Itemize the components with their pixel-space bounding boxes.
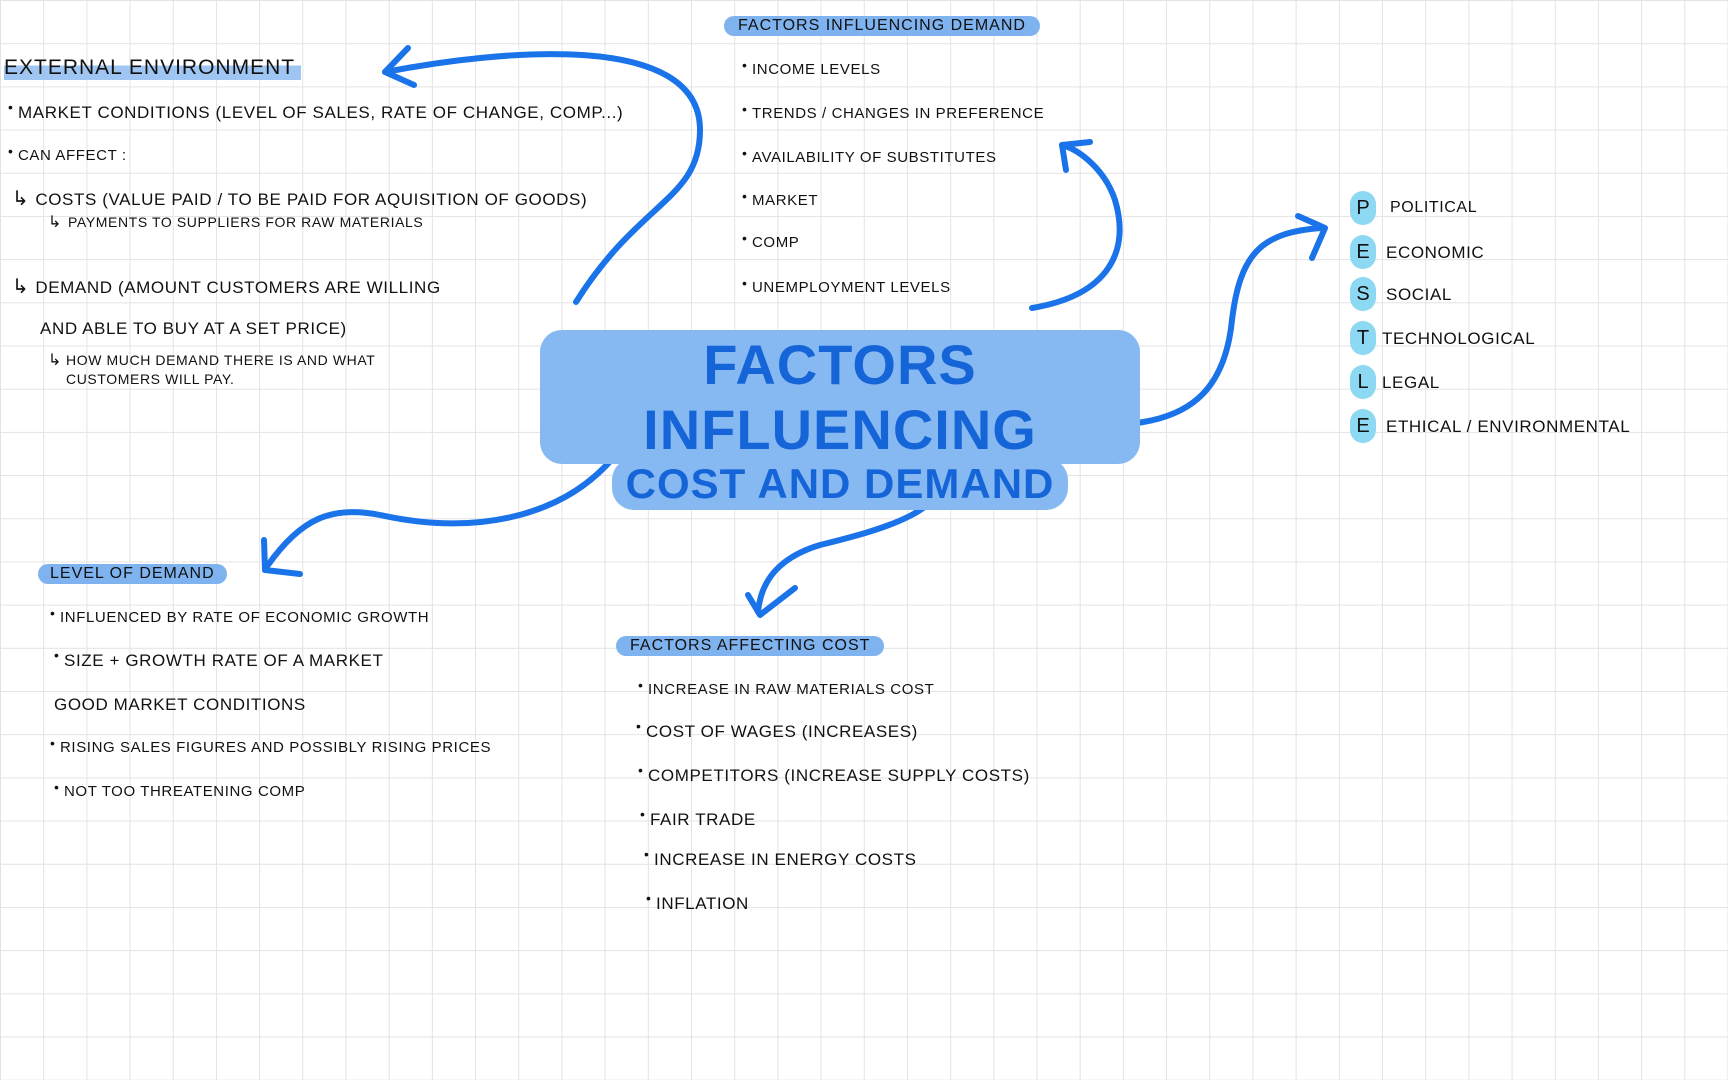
level-of-demand-heading: LEVEL OF DEMAND — [38, 564, 227, 584]
level-of-demand-item: SIZE + GROWTH RATE OF A MARKET — [54, 647, 383, 671]
pestle-letter: L — [1350, 365, 1376, 399]
central-title: FACTORS INFLUENCING COST AND DEMAND — [540, 330, 1140, 510]
level-of-demand-item: INFLUENCED BY RATE OF ECONOMIC GROWTH — [50, 605, 429, 626]
arrowhead-pestle — [1295, 213, 1328, 261]
factors-demand-item: UNEMPLOYMENT LEVELS — [742, 275, 951, 296]
pestle-letter: P — [1350, 191, 1376, 225]
factors-cost-item: INCREASE IN RAW MATERIALS COST — [638, 677, 934, 698]
level-of-demand-item: RISING SALES FIGURES AND POSSIBLY RISING… — [50, 735, 491, 756]
pestle-letter: T — [1350, 321, 1376, 355]
costs-sub-line: ↳ PAYMENTS TO SUPPLIERS FOR RAW MATERIALS — [48, 212, 423, 232]
sub-arrow-icon: ↳ — [48, 214, 63, 231]
costs-text: COSTS (VALUE PAID / TO BE PAID FOR AQUIS… — [35, 190, 588, 209]
factors-cost-heading: FACTORS AFFECTING COST — [616, 636, 885, 656]
level-of-demand-item: NOT TOO THREATENING COMP — [54, 779, 305, 800]
demand-line: ↳ DEMAND (AMOUNT CUSTOMERS ARE WILLING — [12, 274, 441, 299]
arrow-to-factors-demand — [1029, 142, 1123, 311]
demand-text-2: AND ABLE TO BUY AT A SET PRICE) — [40, 319, 347, 338]
pestle-word: TECHNOLOGICAL — [1382, 329, 1536, 348]
title-line-1: FACTORS INFLUENCING — [540, 330, 1140, 464]
pestle-word: ETHICAL / ENVIRONMENTAL — [1386, 417, 1631, 436]
factors-demand-item: COMP — [742, 230, 799, 251]
factors-demand-item: TRENDS / CHANGES IN PREFERENCE — [742, 101, 1044, 122]
demand-text-1: DEMAND (AMOUNT CUSTOMERS ARE WILLING — [35, 278, 441, 297]
sub-arrow-icon: ↳ — [12, 276, 30, 298]
arrowhead-factors-cost — [745, 585, 798, 618]
market-conditions-text: MARKET CONDITIONS (LEVEL OF SALES, RATE … — [8, 99, 623, 123]
demand-sub-line: ↳HOW MUCH DEMAND THERE IS AND WHAT — [48, 350, 375, 370]
pestle-letter: E — [1350, 235, 1376, 269]
factors-demand-heading: FACTORS INFLUENCING DEMAND — [724, 16, 1040, 36]
pestle-word: SOCIAL — [1386, 285, 1452, 304]
arrowhead-level-of-demand — [261, 537, 303, 577]
arrowhead-factors-demand — [1059, 139, 1093, 173]
arrow-to-external-environment — [382, 51, 703, 305]
factors-demand-item: MARKET — [742, 188, 818, 209]
demand-sub-text-1: HOW MUCH DEMAND THERE IS AND WHAT — [66, 352, 376, 368]
factors-cost-item: COMPETITORS (INCREASE SUPPLY COSTS) — [638, 762, 1030, 786]
can-affect-text: CAN AFFECT : — [8, 143, 127, 164]
pestle-word: POLITICAL — [1390, 199, 1478, 216]
costs-line: ↳ COSTS (VALUE PAID / TO BE PAID FOR AQUI… — [12, 186, 587, 211]
demand-sub-text-2: CUSTOMERS WILL PAY. — [66, 371, 235, 387]
pestle-letter: E — [1350, 409, 1376, 443]
factors-cost-item: COST OF WAGES (INCREASES) — [636, 718, 918, 742]
arrowhead-external-environment — [382, 45, 417, 88]
sub-arrow-icon: ↳ — [48, 352, 63, 369]
pestle-letter: S — [1350, 277, 1376, 311]
factors-cost-item: INFLATION — [646, 890, 749, 914]
factors-cost-item: FAIR TRADE — [640, 806, 756, 830]
factors-cost-item: INCREASE IN ENERGY COSTS — [644, 846, 917, 870]
pestle-word: ECONOMIC — [1386, 243, 1485, 262]
level-of-demand-plain: GOOD MARKET CONDITIONS — [54, 695, 306, 714]
title-line-2: COST AND DEMAND — [611, 458, 1069, 510]
factors-demand-item: INCOME LEVELS — [742, 57, 881, 78]
costs-sub-text: PAYMENTS TO SUPPLIERS FOR RAW MATERIALS — [68, 214, 424, 230]
factors-demand-item: AVAILABILITY OF SUBSTITUTES — [742, 145, 997, 166]
pestle-word: LEGAL — [1382, 373, 1440, 392]
sub-arrow-icon: ↳ — [12, 188, 30, 210]
external-environment-heading: EXTERNAL ENVIRONMENT — [4, 56, 302, 80]
